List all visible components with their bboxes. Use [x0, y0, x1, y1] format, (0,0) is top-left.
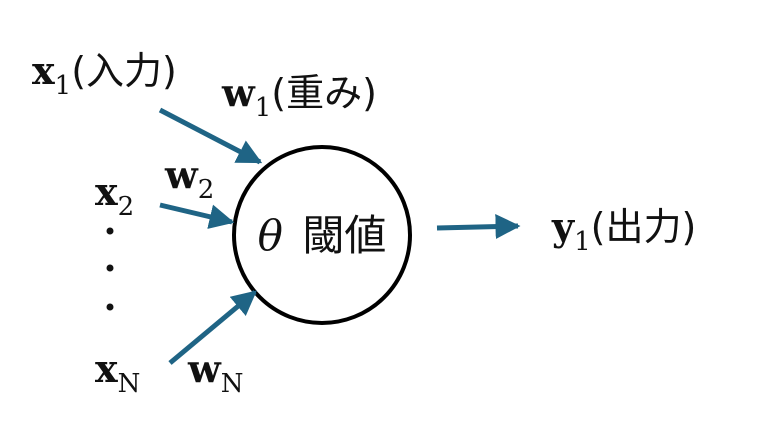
- arrow-xn: [168, 290, 257, 365]
- theta-symbol: θ: [258, 211, 283, 260]
- neuron-label: θ 閾値: [258, 211, 387, 260]
- weight-w1-label: w1(重み): [221, 70, 377, 123]
- ellipsis-dot: [106, 264, 114, 272]
- threshold-label: 閾値: [302, 211, 386, 260]
- ellipsis-dot: [106, 303, 114, 311]
- output-y1-label: y1(出力): [551, 204, 696, 257]
- arrow-x1: [158, 107, 263, 165]
- neuron-node: [232, 145, 412, 325]
- arrow-output: [436, 214, 521, 240]
- input-x2-label: x2: [95, 169, 134, 222]
- arrow-x2: [159, 202, 235, 229]
- input-xn-label: xN: [95, 346, 140, 399]
- ellipsis-dot: [106, 227, 114, 235]
- weight-w2-label: w2: [164, 152, 214, 205]
- weight-wn-label: wN: [187, 346, 243, 399]
- input-x1-label: x1(入力): [32, 48, 177, 101]
